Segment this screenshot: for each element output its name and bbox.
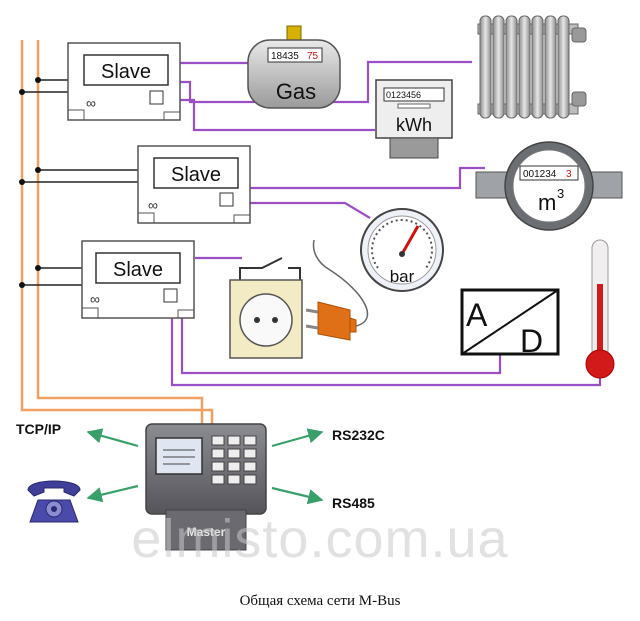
master: Master [145, 423, 267, 551]
pressure-gauge-label: bar [390, 267, 415, 286]
pressure-gauge: bar [360, 208, 444, 292]
electric-meter-label: kWh [396, 115, 432, 135]
gas-meter-label: Gas [276, 79, 316, 104]
bus-junctions [19, 77, 41, 288]
water-meter-reading: 001234 [523, 169, 557, 180]
slave-1: Slave ∞ [67, 42, 181, 121]
watermark: elmisto.com.ua [131, 509, 509, 569]
electric-meter: 0123456 kWh [375, 79, 453, 159]
slave-1-label: Slave [101, 61, 151, 83]
water-meter-unit: m [538, 190, 556, 215]
ad-converter-a: A [466, 297, 488, 333]
caption: Общая схема сети M-Bus [239, 593, 401, 609]
electric-meter-reading: 0123456 [386, 90, 421, 100]
gas-meter: 18435 75 Gas [247, 25, 341, 109]
slave-3-symbol: ∞ [90, 291, 100, 307]
slave-3: Slave ∞ [81, 240, 195, 319]
bus-lines [20, 40, 214, 425]
ad-converter: A D [460, 288, 560, 359]
interface-arrows [86, 428, 324, 505]
rs232-label: RS232C [332, 427, 385, 443]
radiator [477, 15, 587, 119]
slave-1-symbol: ∞ [86, 95, 96, 111]
gas-meter-reading-frac: 75 [307, 51, 319, 62]
slave-2-label: Slave [171, 164, 221, 186]
ad-converter-d: D [520, 323, 543, 359]
rs485-label: RS485 [332, 495, 375, 511]
plug [305, 239, 369, 341]
thermometer [585, 239, 615, 379]
master-label: Master [187, 525, 226, 539]
water-meter: 001234 3 m 3 [475, 141, 623, 231]
socket [229, 257, 303, 359]
slave-wires [22, 79, 138, 286]
slave-2-symbol: ∞ [148, 197, 158, 213]
water-meter-unit-exp: 3 [557, 186, 564, 201]
tcpip-label: TCP/IP [16, 421, 61, 437]
slave-2: Slave ∞ [137, 145, 251, 224]
telephone-icon [27, 480, 81, 523]
water-meter-reading-frac: 3 [566, 169, 572, 180]
slave-3-label: Slave [113, 259, 163, 281]
gas-meter-reading: 18435 [271, 51, 299, 62]
